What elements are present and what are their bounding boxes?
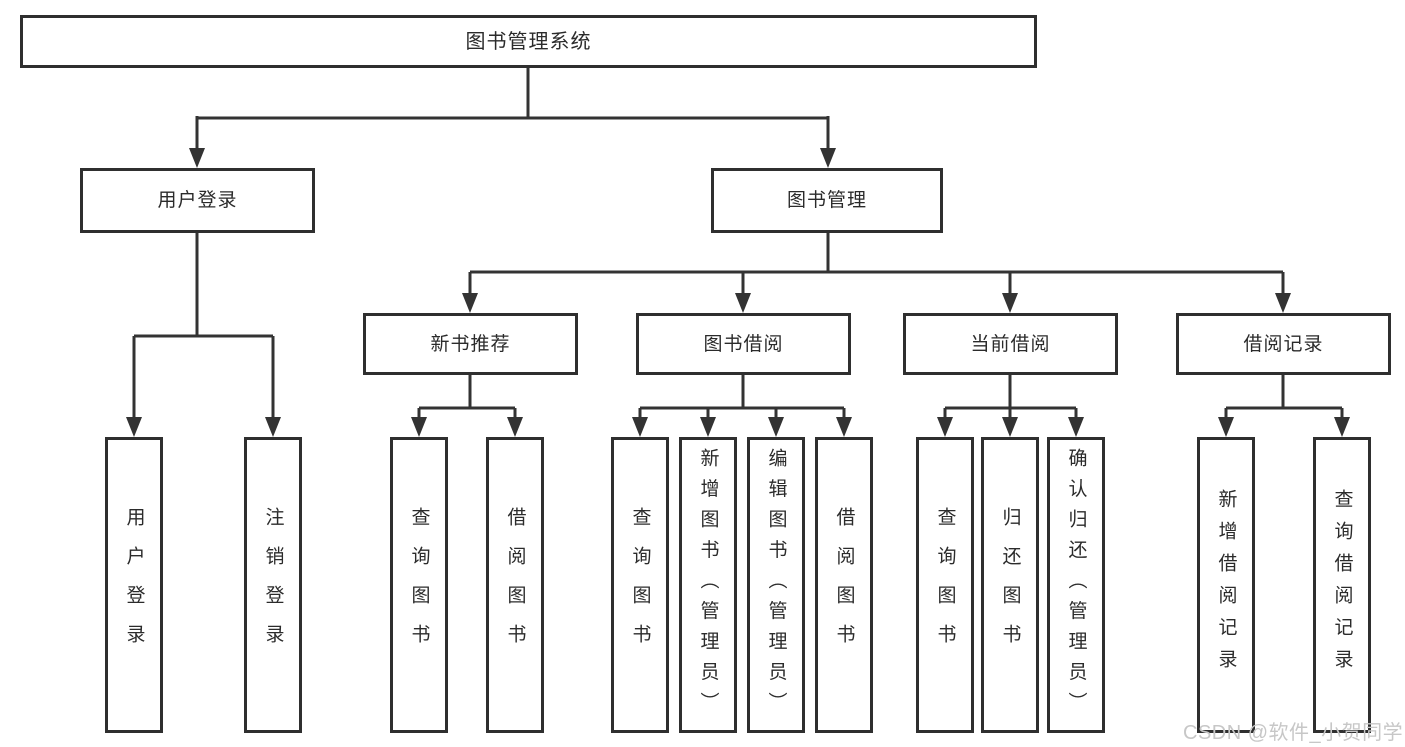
leaf-confirm-return-admin: 确认归还（管理员） xyxy=(1047,437,1105,733)
leaf-add-book-admin-label: 新增图书（管理员） xyxy=(697,447,719,723)
node-user-login-label: 用户登录 xyxy=(157,190,238,211)
leaf-borrow-books-recommend-label: 借阅图书 xyxy=(504,507,526,663)
node-root-system: 图书管理系统 xyxy=(20,15,1037,68)
node-root-label: 图书管理系统 xyxy=(465,30,592,53)
leaf-add-borrow-record: 新增借阅记录 xyxy=(1197,437,1255,733)
leaf-add-book-admin: 新增图书（管理员） xyxy=(679,437,737,733)
leaf-confirm-return-admin-label: 确认归还（管理员） xyxy=(1065,447,1087,723)
node-new-book-recommend: 新书推荐 xyxy=(363,313,578,375)
watermark: CSDN @软件_小贺同学 xyxy=(1183,722,1404,744)
node-book-borrowing-label: 图书借阅 xyxy=(703,333,784,355)
leaf-query-books-current: 查询图书 xyxy=(916,437,974,733)
leaf-query-books-borrowing: 查询图书 xyxy=(611,437,669,733)
node-borrowing-records-label: 借阅记录 xyxy=(1243,333,1324,355)
node-new-book-recommend-label: 新书推荐 xyxy=(430,333,511,355)
leaf-logout-login: 注销登录 xyxy=(244,437,302,733)
leaf-return-book: 归还图书 xyxy=(981,437,1039,733)
leaf-query-books-current-label: 查询图书 xyxy=(934,507,956,663)
node-book-management-label: 图书管理 xyxy=(786,190,867,211)
leaf-query-books-recommend-label: 查询图书 xyxy=(408,507,430,663)
node-borrowing-records: 借阅记录 xyxy=(1176,313,1391,375)
node-current-borrowing-label: 当前借阅 xyxy=(970,333,1051,355)
leaf-edit-book-admin-label: 编辑图书（管理员） xyxy=(765,447,787,723)
leaf-query-books-borrowing-label: 查询图书 xyxy=(629,507,651,663)
leaf-borrow-books-borrowing: 借阅图书 xyxy=(815,437,873,733)
leaf-user-login-label: 用户登录 xyxy=(123,507,145,663)
leaf-query-borrow-record-label: 查询借阅记录 xyxy=(1331,489,1353,681)
node-current-borrowing: 当前借阅 xyxy=(903,313,1118,375)
leaf-query-borrow-record: 查询借阅记录 xyxy=(1313,437,1371,733)
node-book-borrowing: 图书借阅 xyxy=(636,313,851,375)
leaf-logout-login-label: 注销登录 xyxy=(262,507,284,663)
node-book-management-branch: 图书管理 xyxy=(711,168,943,233)
arrowheads xyxy=(126,148,1350,437)
leaf-add-borrow-record-label: 新增借阅记录 xyxy=(1215,489,1237,681)
leaf-borrow-books-borrowing-label: 借阅图书 xyxy=(833,507,855,663)
leaf-return-book-label: 归还图书 xyxy=(999,507,1021,663)
leaf-query-books-recommend: 查询图书 xyxy=(390,437,448,733)
leaf-edit-book-admin: 编辑图书（管理员） xyxy=(747,437,805,733)
leaf-user-login: 用户登录 xyxy=(105,437,163,733)
node-user-login-branch: 用户登录 xyxy=(80,168,315,233)
leaf-borrow-books-recommend: 借阅图书 xyxy=(486,437,544,733)
